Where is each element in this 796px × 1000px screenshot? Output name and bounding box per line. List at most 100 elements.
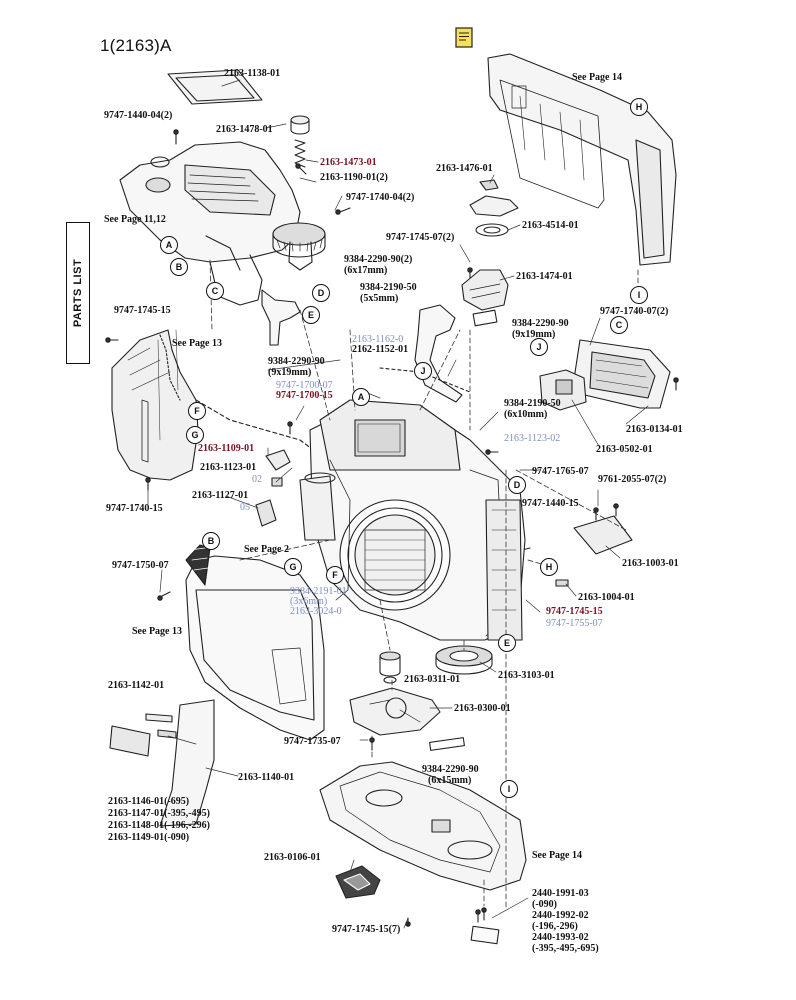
part-label: 2163-1474-01 bbox=[516, 271, 573, 282]
part-label: (-196,-296) bbox=[532, 921, 578, 932]
part-label: 9747-1440-15 bbox=[522, 498, 579, 509]
part-label: 05 bbox=[240, 502, 250, 513]
callout-b: B bbox=[202, 532, 220, 550]
part-label: 2163-1123-01 bbox=[200, 462, 257, 473]
part-label: 2163-3103-01 bbox=[498, 670, 555, 681]
callout-i: I bbox=[630, 286, 648, 304]
clip-part bbox=[479, 179, 499, 191]
see-page-link[interactable]: See Page 14 bbox=[572, 72, 622, 83]
contact-plate-part bbox=[573, 515, 633, 555]
callout-f: F bbox=[188, 402, 206, 420]
window-plate-part bbox=[167, 69, 263, 105]
part-label: (9x19mm) bbox=[268, 367, 312, 378]
left-grip-part bbox=[111, 329, 199, 481]
callout-f: F bbox=[326, 566, 344, 584]
callout-e: E bbox=[302, 306, 320, 324]
callout-b: B bbox=[170, 258, 188, 276]
part-label: 2440-1992-02 bbox=[532, 910, 589, 921]
callout-j: J bbox=[530, 338, 548, 356]
part-label: 2163-1162-0 bbox=[352, 334, 404, 345]
part-label: 9384-2290-90(2) bbox=[344, 254, 413, 265]
part-label: 9747-1700-15 bbox=[276, 390, 333, 401]
part-label: 9747-1740-04(2) bbox=[346, 192, 415, 203]
part-label: 9747-1740-07(2) bbox=[600, 306, 669, 317]
part-label: (5x5mm) bbox=[360, 293, 399, 304]
part-label: 2163-1109-01 bbox=[198, 443, 255, 454]
see-page-link[interactable]: See Page 11,12 bbox=[104, 214, 166, 225]
part-label: (6x15mm) bbox=[428, 775, 472, 786]
part-label: 02 bbox=[252, 474, 262, 485]
part-label: 9747-1745-15 bbox=[546, 606, 603, 617]
part-label: 2440-1993-02 bbox=[532, 932, 589, 943]
part-label: (6x10mm) bbox=[504, 409, 548, 420]
spring-button-part bbox=[290, 115, 310, 168]
part-label: 9384-2190-50 bbox=[504, 398, 561, 409]
back-cover-part bbox=[487, 53, 677, 266]
part-label: 9747-1755-07 bbox=[546, 618, 603, 629]
mode-dial-part bbox=[272, 222, 326, 271]
part-label: 2163-0300-01 bbox=[454, 703, 511, 714]
parts-list-tab: PARTS LIST bbox=[66, 222, 90, 364]
front-cover-part bbox=[185, 544, 325, 741]
small-gear-part bbox=[379, 651, 401, 684]
washer-part bbox=[475, 223, 509, 237]
slider-part bbox=[539, 369, 587, 411]
part-label: 9384-2290-90 bbox=[512, 318, 569, 329]
flex-strip-part bbox=[261, 289, 301, 346]
part-label: 2163-1146-01(-695) bbox=[108, 796, 190, 807]
callout-c: C bbox=[610, 316, 628, 334]
part-label: 9747-1750-07 bbox=[112, 560, 169, 571]
part-label: (-395,-495,-695) bbox=[532, 943, 599, 954]
part-label: (-090) bbox=[532, 899, 557, 910]
part-label: 9747-1700-07 bbox=[276, 380, 333, 391]
top-cover-part bbox=[119, 141, 301, 306]
part-label: 2163-4514-01 bbox=[522, 220, 579, 231]
callout-h: H bbox=[630, 98, 648, 116]
see-page-link[interactable]: See Page 14 bbox=[532, 850, 582, 861]
label-leader-lines bbox=[147, 79, 649, 929]
callout-a: A bbox=[160, 236, 178, 254]
part-label: 2163-1140-01 bbox=[238, 772, 295, 783]
callout-d: D bbox=[312, 284, 330, 302]
grip-rubber-part bbox=[109, 699, 215, 827]
part-label: 2163-1476-01 bbox=[436, 163, 493, 174]
see-page-link[interactable]: See Page 2 bbox=[244, 544, 289, 555]
part-label: 9747-1765-07 bbox=[532, 466, 589, 477]
part-label: 2163-0134-01 bbox=[626, 424, 683, 435]
part-label: 2163-1148-01(-196,-296) bbox=[108, 820, 210, 831]
callout-c: C bbox=[206, 282, 224, 300]
part-label: 9747-1735-07 bbox=[284, 736, 341, 747]
part-label: 9747-1740-15 bbox=[106, 503, 163, 514]
part-label: 9747-1745-07(2) bbox=[386, 232, 455, 243]
part-label: 2163-1123-02 bbox=[504, 433, 561, 444]
part-label: 2163-0311-01 bbox=[404, 674, 461, 685]
note-icon[interactable] bbox=[455, 27, 475, 49]
part-label: 9384-2290-90 bbox=[268, 356, 325, 367]
part-label: (6x17mm) bbox=[344, 265, 388, 276]
part-label: 2163-1478-01 bbox=[216, 124, 273, 135]
part-label: 2163-1142-01 bbox=[108, 680, 165, 691]
part-label: 9747-1440-04(2) bbox=[104, 110, 173, 121]
small-bracket-part bbox=[265, 449, 291, 471]
part-label: 2163-1127-01 bbox=[192, 490, 249, 501]
part-label: (3x6mm) bbox=[290, 596, 328, 607]
part-label: 2163-1138-01 bbox=[224, 68, 281, 79]
part-label: 9761-2055-07(2) bbox=[598, 474, 667, 485]
part-label: 2163-1190-01(2) bbox=[320, 172, 388, 183]
part-label: 9747-1745-15 bbox=[114, 305, 171, 316]
see-page-link[interactable]: See Page 13 bbox=[132, 626, 182, 637]
switch-assembly-part bbox=[461, 269, 509, 311]
callout-g: G bbox=[284, 558, 302, 576]
battery-door-part bbox=[571, 339, 671, 409]
bracket-part-j bbox=[414, 304, 463, 403]
callout-g: G bbox=[186, 426, 204, 444]
part-label: 9384-2290-90 bbox=[422, 764, 479, 775]
callout-i: I bbox=[500, 780, 518, 798]
callout-h: H bbox=[540, 558, 558, 576]
callout-d: D bbox=[508, 476, 526, 494]
part-label: 2440-1991-03 bbox=[532, 888, 589, 899]
part-label: 2163-1004-01 bbox=[578, 592, 635, 603]
see-page-link[interactable]: See Page 13 bbox=[172, 338, 222, 349]
callout-e: E bbox=[498, 634, 516, 652]
